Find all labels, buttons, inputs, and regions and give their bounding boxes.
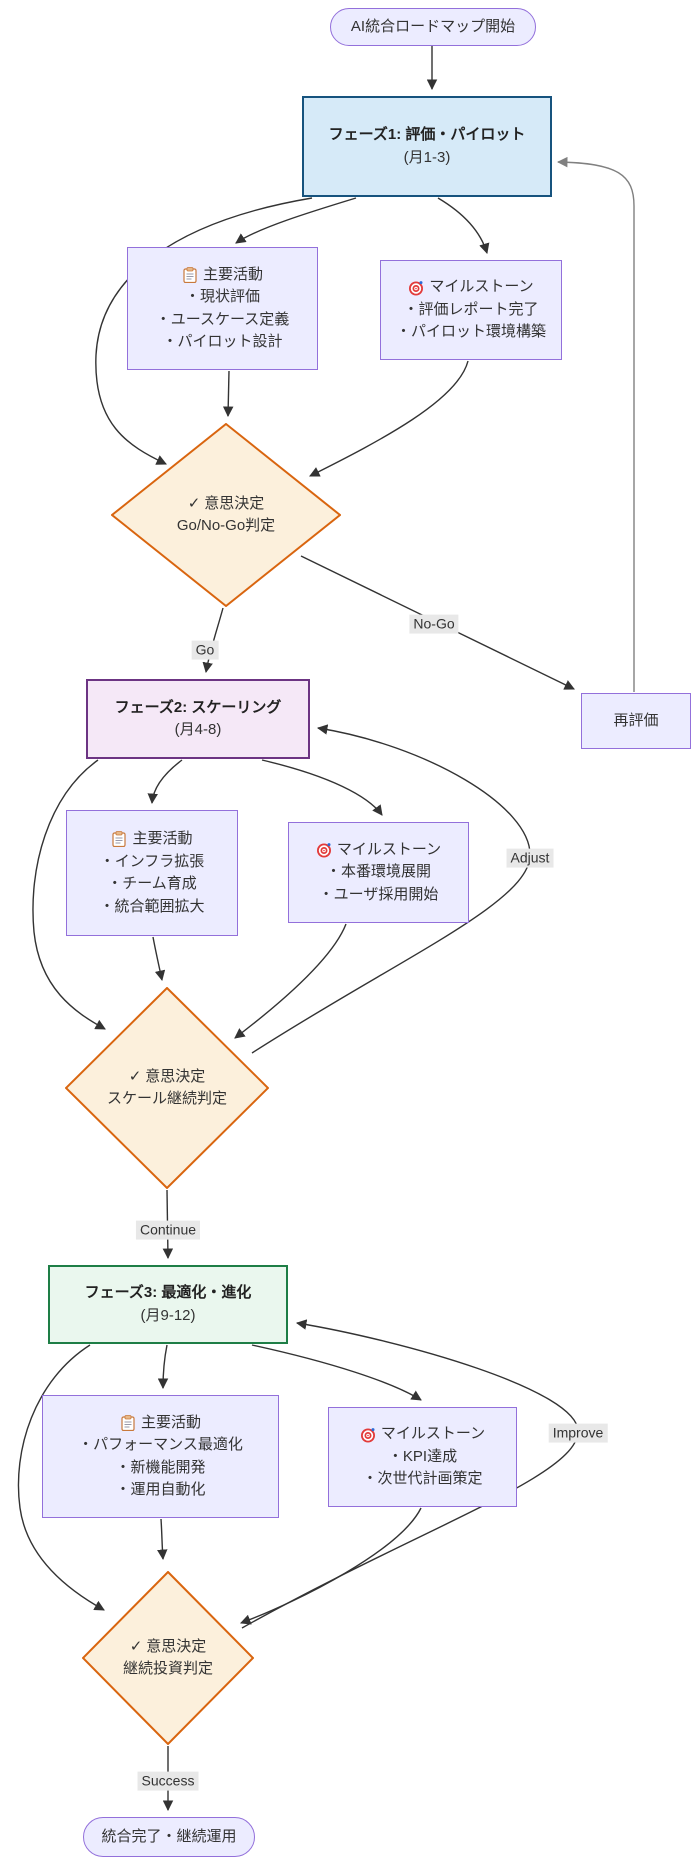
check-icon: ✓ bbox=[187, 494, 201, 512]
milestone2-heading: マイルストーン bbox=[316, 839, 441, 862]
activity3-item: ・新機能開発 bbox=[115, 1458, 206, 1476]
edge-reevaluate-phase1 bbox=[556, 156, 635, 692]
edge-label-continue: Continue bbox=[135, 1220, 201, 1240]
phase3-node: フェーズ3: 最適化・進化 (月9-12) bbox=[48, 1265, 288, 1344]
phase1-period: (月1-3) bbox=[403, 148, 451, 166]
activity3-item: ・運用自動化 bbox=[115, 1481, 206, 1498]
activity1-heading-text: 主要活動 bbox=[202, 265, 263, 283]
decision1-sub: Go/No-Go判定 bbox=[176, 517, 276, 534]
milestone2-item: ・ユーザ採用開始 bbox=[318, 885, 439, 903]
milestone1-node: マイルストーン ・評価レポート完了 ・パイロット環境構築 bbox=[380, 260, 562, 360]
activity2-heading: 主要活動 bbox=[111, 828, 193, 851]
activity2-item: ・チーム育成 bbox=[107, 875, 197, 892]
target-icon bbox=[409, 280, 424, 295]
edge-phase2-decision2 bbox=[32, 759, 106, 1030]
end-label: 統合完了・継続運用 bbox=[101, 1827, 237, 1845]
edge-phase2-activity2 bbox=[147, 759, 183, 805]
decision2-text: ✓意思決定 スケール継続判定 bbox=[107, 1066, 227, 1111]
milestone1-heading: マイルストーン bbox=[408, 276, 534, 299]
activity1-node: 主要活動 ・現状評価 ・ユースケース定義 ・パイロット設計 bbox=[127, 247, 318, 370]
decision3-shape bbox=[82, 1571, 254, 1745]
phase3-period: (月9-12) bbox=[140, 1306, 196, 1324]
target-icon bbox=[316, 843, 331, 858]
reevaluate-node: 再評価 bbox=[581, 693, 691, 749]
milestone3-node: マイルストーン ・KPI達成 ・次世代計画策定 bbox=[328, 1407, 517, 1507]
activity2-item: ・インフラ拡張 bbox=[99, 852, 205, 870]
activity2-node: 主要活動 ・インフラ拡張 ・チーム育成 ・統合範囲拡大 bbox=[66, 810, 238, 936]
edge-label-success: Success bbox=[137, 1771, 199, 1791]
milestone1-heading-text: マイルストーン bbox=[429, 278, 534, 296]
milestone2-node: マイルストーン ・本番環境展開 ・ユーザ採用開始 bbox=[288, 822, 469, 923]
milestone2-heading-text: マイルストーン bbox=[336, 840, 442, 858]
edge-phase3-activity3 bbox=[157, 1344, 169, 1390]
edge-phase1-decision1 bbox=[95, 197, 313, 465]
milestone1-item: ・評価レポート完了 bbox=[403, 300, 539, 318]
decision2-shape bbox=[65, 987, 269, 1189]
edge-label-go: Go bbox=[191, 640, 219, 660]
phase2-period: (月4-8) bbox=[174, 721, 222, 738]
clipboard-icon bbox=[121, 1414, 135, 1431]
decision1-text: ✓意思決定 Go/No-Go判定 bbox=[177, 493, 275, 538]
edge-milestone3-decision3 bbox=[240, 1507, 422, 1625]
milestone2-item: ・本番環境展開 bbox=[325, 863, 431, 881]
edge-phase1-activity1 bbox=[235, 197, 357, 244]
milestone3-item: ・次世代計画策定 bbox=[362, 1470, 483, 1488]
decision2-node: ✓意思決定 スケール継続判定 bbox=[65, 987, 269, 1189]
edge-activity3-decision3 bbox=[157, 1518, 168, 1561]
activity3-heading-text: 主要活動 bbox=[140, 1413, 201, 1431]
clipboard-icon bbox=[112, 831, 127, 848]
clipboard-icon bbox=[183, 266, 197, 283]
edge-milestone1-decision1 bbox=[309, 360, 469, 477]
check-icon: ✓ bbox=[129, 1637, 143, 1655]
activity3-heading: 主要活動 bbox=[120, 1412, 201, 1435]
decision1-heading: 意思決定 bbox=[204, 494, 265, 512]
phase2-node: フェーズ2: スケーリング (月4-8) bbox=[86, 679, 310, 759]
decision3-heading: 意思決定 bbox=[146, 1637, 207, 1655]
decision1-node: ✓意思決定 Go/No-Go判定 bbox=[111, 423, 341, 607]
activity1-item: ・現状評価 bbox=[184, 288, 260, 305]
edge-phase1-milestone1 bbox=[437, 197, 490, 255]
edge-label-adjust: Adjust bbox=[506, 848, 554, 868]
activity1-heading: 主要活動 bbox=[182, 264, 263, 287]
milestone3-heading: マイルストーン bbox=[360, 1423, 485, 1446]
edge-label-improve: Improve bbox=[548, 1423, 608, 1443]
milestone3-item: ・KPI達成 bbox=[387, 1447, 458, 1465]
activity1-item: ・パイロット設計 bbox=[162, 333, 283, 350]
decision3-sub: 継続投資判定 bbox=[122, 1660, 213, 1677]
decision3-text: ✓意思決定 継続投資判定 bbox=[123, 1636, 213, 1681]
start-node: AI統合ロードマップ開始 bbox=[330, 8, 536, 46]
decision2-sub: スケール継続判定 bbox=[106, 1090, 227, 1107]
phase2-title: フェーズ2: スケーリング bbox=[114, 698, 282, 716]
activity1-item: ・ユースケース定義 bbox=[155, 310, 290, 328]
milestone3-heading-text: マイルストーン bbox=[380, 1425, 486, 1443]
edge-milestone2-decision2 bbox=[234, 923, 347, 1039]
phase3-title: フェーズ3: 最適化・進化 bbox=[84, 1284, 252, 1301]
activity3-item: ・パフォーマンス最適化 bbox=[78, 1436, 243, 1453]
edge-decision1-phase2 bbox=[202, 607, 224, 674]
phase1-node: フェーズ1: 評価・パイロット (月1-3) bbox=[302, 96, 552, 197]
target-icon bbox=[360, 1427, 375, 1442]
edge-phase3-milestone3 bbox=[251, 1344, 422, 1401]
decision1-shape bbox=[111, 423, 341, 607]
end-node: 統合完了・継続運用 bbox=[83, 1817, 255, 1857]
decision2-heading: 意思決定 bbox=[145, 1067, 206, 1085]
activity3-node: 主要活動 ・パフォーマンス最適化 ・新機能開発 ・運用自動化 bbox=[42, 1395, 279, 1518]
edge-label-no-go: No-Go bbox=[409, 614, 459, 634]
milestone1-item: ・パイロット環境構築 bbox=[395, 323, 546, 341]
phase1-title: フェーズ1: 評価・パイロット bbox=[328, 126, 526, 143]
edge-activity2-decision2 bbox=[152, 936, 166, 982]
activity2-item: ・統合範囲拡大 bbox=[99, 897, 205, 915]
edge-phase2-milestone2 bbox=[261, 759, 383, 816]
reevaluate-label: 再評価 bbox=[613, 711, 659, 729]
edge-phase3-decision3 bbox=[17, 1344, 105, 1611]
check-icon: ✓ bbox=[128, 1067, 142, 1085]
activity2-heading-text: 主要活動 bbox=[132, 830, 193, 847]
edge-activity1-decision1 bbox=[222, 370, 234, 418]
start-label: AI統合ロードマップ開始 bbox=[350, 17, 516, 35]
decision3-node: ✓意思決定 継続投資判定 bbox=[82, 1571, 254, 1745]
